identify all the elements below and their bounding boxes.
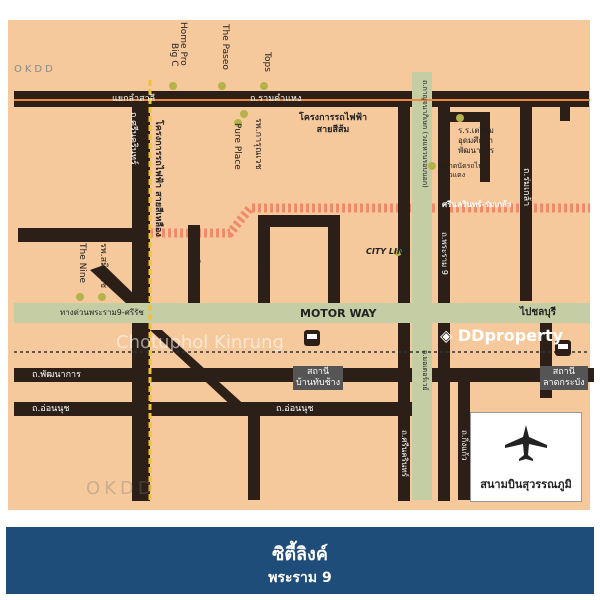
airport-box: สนามบินสุวรรณภูมิ	[470, 412, 582, 502]
road-kanchanaphisek-right	[438, 91, 450, 501]
label-the-nine: The Nine	[77, 243, 87, 284]
marker-market	[428, 162, 436, 170]
road-on-nut	[14, 402, 414, 416]
label-airport: สนามบินสุวรรณภูมิ	[480, 478, 572, 491]
label-motorway-vertical: ถ.มอเตอร์เวย์	[421, 350, 429, 391]
label-motorway: MOTOR WAY	[300, 307, 377, 320]
marker-school	[456, 114, 464, 122]
watermark-okdd-bottom: OKDD	[86, 478, 156, 499]
banner-title: ซิตี้ลิงค์	[272, 544, 328, 565]
label-yellow-line: โครงการรถไฟฟ้า สายสีเหลือง	[153, 120, 163, 237]
airplane-icon	[505, 425, 547, 461]
road-school-loop-right	[480, 112, 490, 182]
label-the-paseo: The Paseo	[220, 24, 230, 70]
road-srinakarin	[132, 91, 150, 501]
station-lat-krabang-line2: ลาดกระบัง	[543, 378, 585, 388]
label-khaerai: แยกลำสาลี	[112, 94, 156, 104]
label-on-nut-mid: ถ.อ่อนนุช	[276, 404, 314, 414]
separator	[0, 510, 600, 527]
ddproperty-text: DDproperty	[457, 326, 564, 345]
label-motorway-right: ไปชลบุรี	[520, 307, 557, 318]
label-phatthanakan: ถ.พัฒนาการ	[32, 370, 81, 380]
label-home-pro: Home Pro	[178, 22, 188, 66]
road-citylink-top	[258, 215, 338, 227]
station-lat-krabang-line1: สถานี	[552, 367, 575, 377]
road-krungthep-kreetha-20	[258, 225, 270, 305]
bottom-banner: ซิตี้ลิงค์ พระราม 9	[6, 527, 594, 594]
road-school-loop	[440, 112, 490, 122]
label-kanchanaphisek: ถ.กาญจนาภิเษก (วงแหวนรอบนอก)	[421, 80, 429, 188]
label-krungthep-kreetha-8: กรุงเทพกรีฑา 8	[193, 232, 201, 280]
road-kingkaew	[458, 380, 470, 500]
label-srinakarin: ถ.ศรีนครินทร์	[128, 112, 138, 165]
station-ban-thap-chang: สถานี บ้านทับช้าง	[293, 366, 344, 390]
road-lower-vertical-1	[248, 410, 260, 500]
label-rama9-hospital: รพ.สมิติเวช	[98, 243, 108, 289]
label-motorway-left: ทางด่วนพระราม9-ศรีรัช	[60, 308, 144, 317]
kanchanaphisek-band	[412, 78, 432, 500]
label-romklao: ถ.ร่มเกล้า	[521, 168, 531, 207]
station-lat-krabang: สถานี ลาดกระบัง	[540, 366, 588, 390]
road-diagonal-sw	[150, 330, 250, 410]
road-kanchanaphisek-left	[398, 91, 410, 501]
marker-the-nine	[76, 293, 84, 301]
label-ramkhamhaeng: ถ.รามคำแหง	[250, 94, 302, 104]
station-ban-thap-chang-line1: สถานี	[306, 367, 330, 377]
label-kingkaew: ถ.กิ่งแก้ว	[460, 430, 469, 461]
marker-pure-place	[234, 119, 242, 127]
label-market: ตลาดนัดรถไฟ ข้าวแดง	[440, 162, 484, 179]
marker-big-c	[169, 82, 177, 90]
ddproperty-logo-icon: ◈	[440, 326, 453, 345]
label-rama9-road: ถ.พระราม 9	[440, 232, 449, 275]
label-orange-station: ศรีนครินทร์-ร่มเกล้า	[442, 200, 512, 209]
road-krungthep-kreetha-8	[188, 225, 200, 305]
label-orange-line: โครงการรถไฟฟ้า สายสีส้ม	[298, 113, 368, 135]
landmark-markers	[76, 82, 464, 301]
watermark-okdd-top: OKDD	[14, 64, 56, 75]
watermark-photographer: Chotuphol Kinrung	[116, 332, 284, 353]
road-upper-right-vertical	[560, 91, 570, 121]
kanchanaphisek-top-cap	[412, 72, 432, 86]
label-tops: Tops	[262, 52, 272, 72]
watermark-ddproperty: ◈ DDproperty	[440, 326, 563, 345]
road-diagonal-nw	[90, 265, 140, 305]
marker-city-link	[394, 248, 402, 256]
marker-rama9-hospital	[98, 293, 106, 301]
label-srinakarin-lower: ถ.ศรีนครินทร์	[400, 430, 409, 477]
station-lat-krabang-icon	[555, 340, 571, 356]
label-school: ร.ร.เตรียม อุดมศึกษาพัฒนาการ	[458, 126, 495, 155]
label-krungthep-kreetha-20: กรุงเทพกรีฑา 20	[261, 228, 269, 280]
road-citylink-right	[328, 215, 340, 305]
marker-paseo	[218, 82, 226, 90]
label-pure-place: Pure Place	[232, 123, 242, 170]
label-rangsit-hospital: รพ.การุณเวช	[253, 118, 263, 170]
label-city-link: CITY LINK	[366, 247, 410, 256]
marker-rangsit-hospital	[240, 110, 248, 118]
road-left-vertical	[18, 228, 136, 242]
station-ban-thap-chang-line2: บ้านทับช้าง	[296, 378, 341, 388]
banner-subtitle: พระราม 9	[268, 570, 332, 586]
road-romklao	[520, 91, 532, 301]
motorway-band	[14, 303, 590, 323]
label-on-nut-left: ถ.อ่อนนุช	[32, 404, 70, 414]
station-ban-thap-chang-icon	[304, 330, 320, 346]
label-big-c: Big C	[169, 43, 179, 67]
marker-tops	[260, 82, 268, 90]
road-network	[14, 91, 594, 501]
